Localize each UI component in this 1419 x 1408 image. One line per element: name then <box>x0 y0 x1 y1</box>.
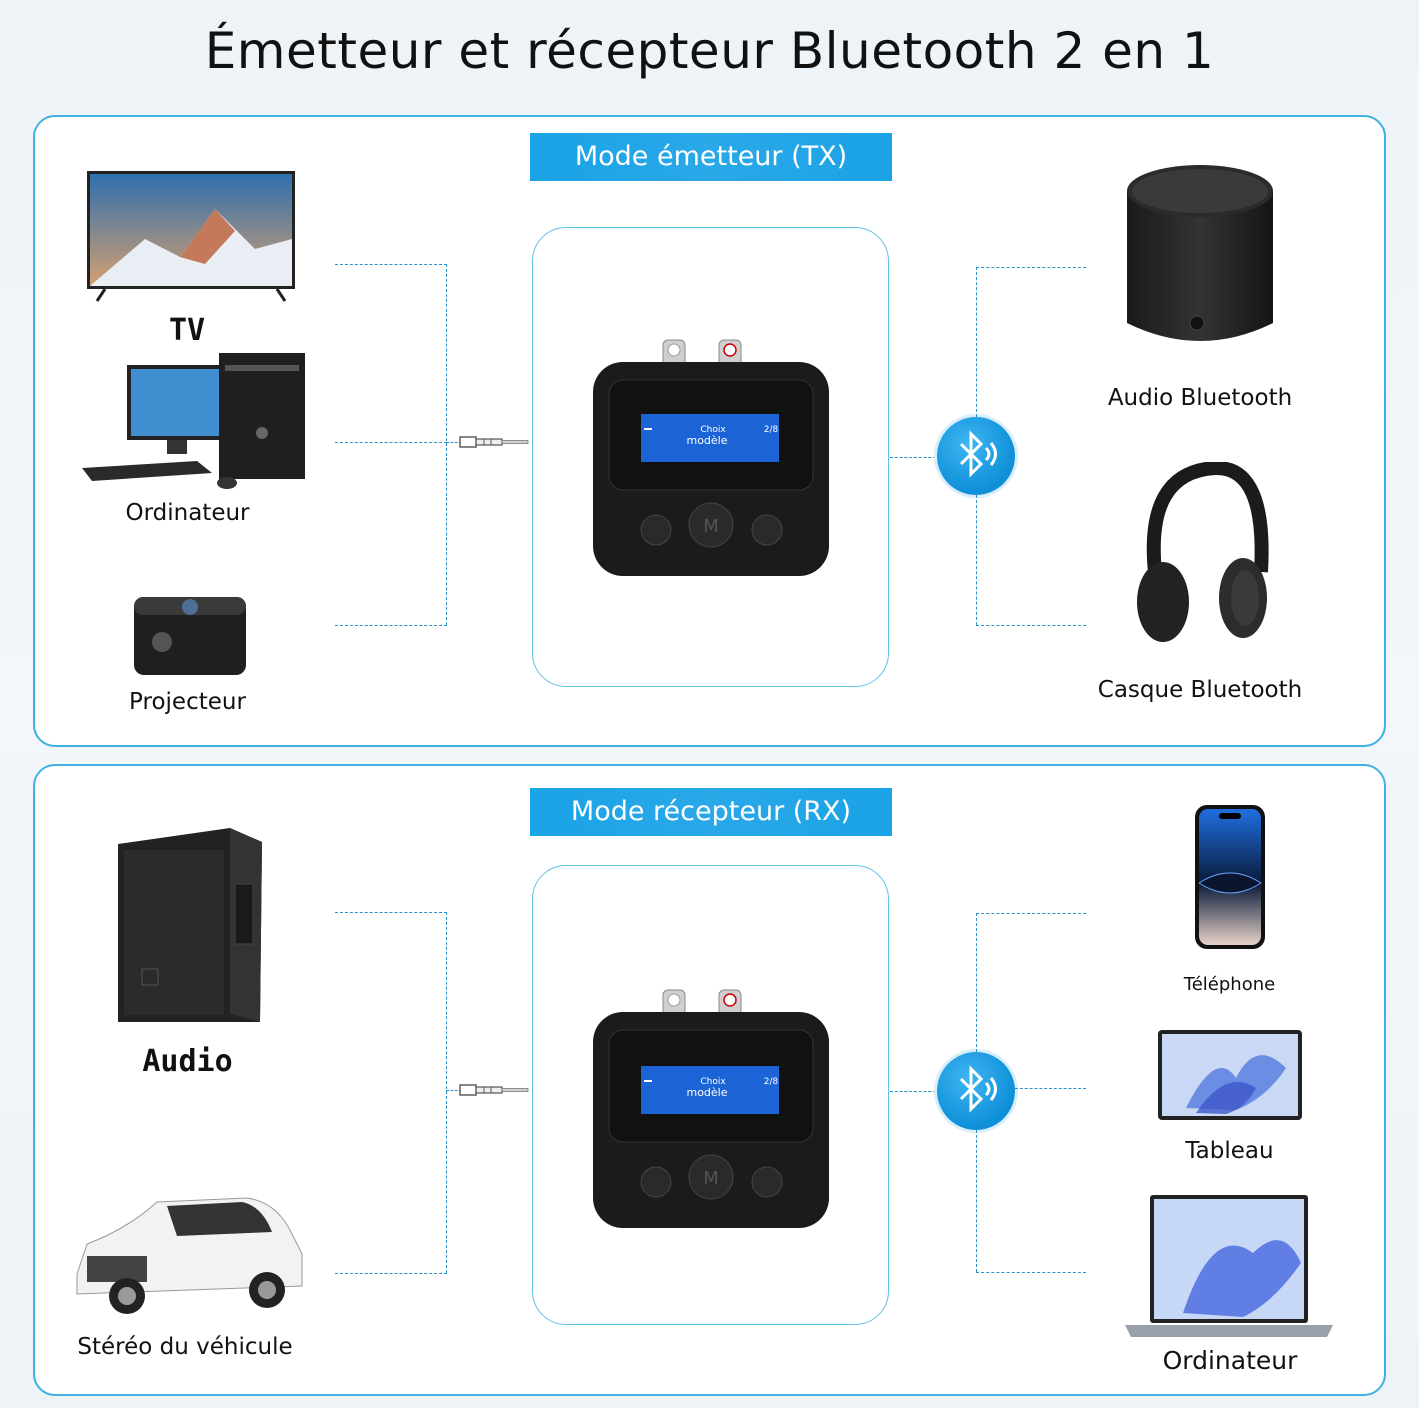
page-title: Émetteur et récepteur Bluetooth 2 en 1 <box>204 22 1215 80</box>
tx-connector-vertical <box>446 264 447 625</box>
tx-source-tv-label: TV <box>168 313 206 348</box>
receiver-panel: Mode récepteur (RX) Audio Stéréo du véhi… <box>33 764 1386 1396</box>
tx-bluetooth-icon <box>937 417 1015 495</box>
tx-connector-headphones <box>976 625 1086 626</box>
rx-connector-car <box>335 1273 447 1274</box>
rx-aux-cable-icon <box>459 1084 529 1096</box>
tablet-icon <box>1158 1030 1302 1120</box>
rx-source-tablet-label: Tableau <box>1185 1138 1274 1164</box>
rx-bluetooth-icon <box>937 1052 1015 1130</box>
tx-connector-projector <box>335 625 447 626</box>
tx-connector-to-bt <box>890 457 936 458</box>
rx-source-computer-label: Ordinateur <box>1162 1346 1298 1375</box>
rx-button-center-label: M <box>703 1168 719 1189</box>
pa-speaker-icon <box>118 828 262 1022</box>
speaker-icon <box>1127 165 1273 341</box>
rx-screen-counter: 2/8 <box>764 1077 779 1087</box>
car-icon <box>76 1197 303 1314</box>
tx-connector-tv <box>335 264 447 265</box>
tx-connector-vertical-bottom <box>976 495 977 625</box>
rx-connector-laptop <box>976 1272 1086 1273</box>
laptop-icon <box>1125 1195 1333 1337</box>
tx-button-center-label: M <box>703 516 719 537</box>
tx-connector-speaker <box>976 267 1086 268</box>
tx-connector-computer <box>335 442 447 443</box>
tx-output-speaker-label: Audio Bluetooth <box>1107 385 1293 411</box>
rx-connector-vertical-top <box>976 913 977 1052</box>
tx-screen-line2: modèle <box>686 434 727 447</box>
phone-icon <box>1195 805 1265 949</box>
rx-output-audio-label: Audio <box>142 1044 233 1079</box>
tx-connector-cable-start <box>446 442 462 443</box>
tx-bluetooth-adapter-icon: Choix modèle 2/8 M <box>593 339 829 576</box>
rx-connector-audio <box>335 912 447 913</box>
rx-mode-banner: Mode récepteur (RX) <box>530 788 892 836</box>
tx-source-projector-label: Projecteur <box>129 689 246 715</box>
rx-connector-phone <box>976 913 1086 914</box>
rx-connector-vertical-bottom <box>976 1130 977 1272</box>
rx-screen-line1: Choix <box>700 1077 726 1087</box>
tx-output-headphones-label: Casque Bluetooth <box>1097 677 1303 703</box>
projector-icon <box>134 597 246 675</box>
computer-icon <box>82 353 305 489</box>
rx-connector-cable-start <box>446 1090 462 1091</box>
tv-icon <box>87 171 295 302</box>
headphones-icon <box>1137 462 1269 642</box>
rx-bluetooth-adapter-icon: Choix modèle 2/8 M <box>593 989 829 1228</box>
rx-connector-tablet <box>1015 1088 1086 1089</box>
rx-connector-to-bt <box>890 1091 936 1092</box>
tx-screen-counter: 2/8 <box>764 425 779 435</box>
transmitter-panel: Mode émetteur (TX) TV Ordinateur Project… <box>33 115 1386 747</box>
tx-mode-banner: Mode émetteur (TX) <box>530 133 892 181</box>
tx-screen-line1: Choix <box>700 425 726 435</box>
rx-connector-vertical <box>446 912 447 1273</box>
tx-source-computer-label: Ordinateur <box>125 500 250 526</box>
rx-output-car-stereo-label: Stéréo du véhicule <box>77 1334 293 1360</box>
aux-cable-icon <box>459 436 529 448</box>
tx-connector-vertical-top <box>976 267 977 417</box>
rx-source-phone-label: Téléphone <box>1183 974 1276 995</box>
rx-screen-line2: modèle <box>686 1086 727 1099</box>
